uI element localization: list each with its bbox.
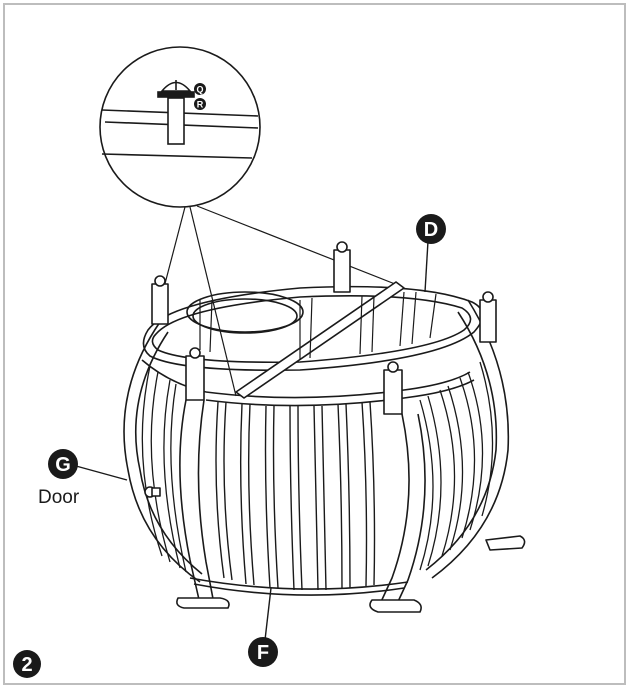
callout-f-badge bbox=[248, 637, 278, 667]
right-slats bbox=[419, 361, 494, 571]
callout-f: F bbox=[257, 642, 269, 664]
post-right-front bbox=[383, 369, 403, 415]
leg-left-front bbox=[179, 399, 215, 605]
left-slats bbox=[141, 365, 187, 573]
callout-q-badge bbox=[194, 83, 206, 95]
post-left-front bbox=[185, 355, 205, 401]
callout-r: R bbox=[197, 100, 204, 110]
body-right-silhouette bbox=[431, 299, 510, 579]
leader-g bbox=[75, 465, 128, 481]
step-number-badge bbox=[13, 650, 41, 678]
callout-d-badge bbox=[416, 214, 446, 244]
back-slats bbox=[199, 291, 437, 360]
door-caption: Door bbox=[38, 487, 80, 508]
foot-right bbox=[369, 599, 422, 613]
detail-bolt-icon bbox=[157, 80, 195, 145]
callout-g: G bbox=[55, 454, 71, 476]
step-number: 2 bbox=[21, 654, 32, 676]
callout-q: Q bbox=[196, 85, 203, 95]
front-band bbox=[205, 371, 471, 399]
post-right-back bbox=[479, 299, 497, 343]
fastener-callouts: Q R bbox=[194, 83, 206, 110]
foot-right-back bbox=[485, 535, 526, 551]
page-frame bbox=[3, 3, 626, 685]
post-back-center bbox=[333, 249, 351, 293]
leader-f bbox=[264, 587, 272, 641]
post-left-back bbox=[151, 283, 169, 325]
foot-left bbox=[176, 597, 230, 609]
bottom-ring bbox=[189, 577, 409, 590]
callout-d: D bbox=[424, 219, 438, 241]
leader-d bbox=[424, 240, 429, 293]
front-slats bbox=[215, 401, 376, 591]
top-rim-ring bbox=[142, 285, 484, 372]
callout-g-badge bbox=[48, 449, 78, 479]
leg-right-front bbox=[379, 413, 426, 607]
inner-top-ring bbox=[186, 291, 304, 333]
fire-pit-body bbox=[123, 241, 526, 613]
callout-r-badge bbox=[194, 98, 206, 110]
